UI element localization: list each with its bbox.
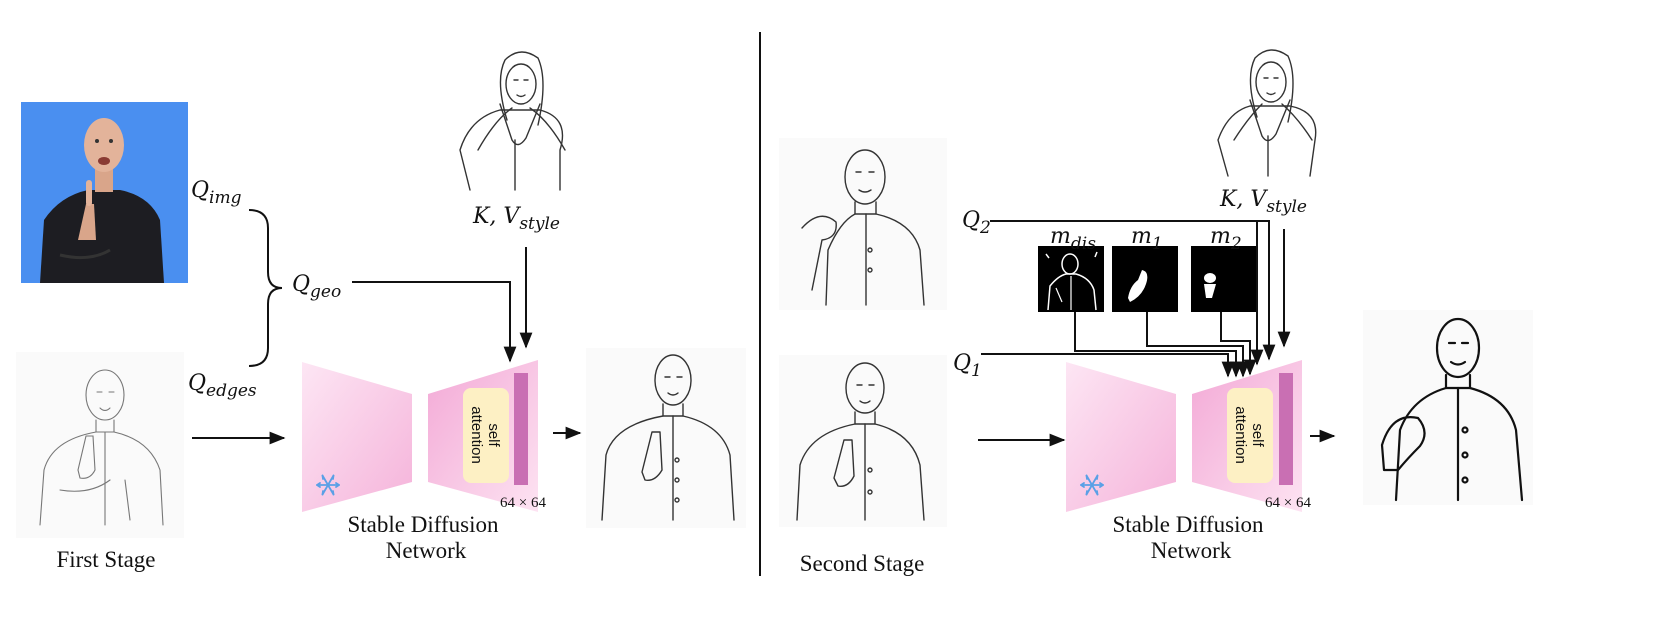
stable-diffusion-network-1: self attention 64 × 64 [302,360,546,512]
self-attention-line1: self [485,423,502,447]
self-attention-block [463,388,509,483]
kv-style-label-2: K, Vstyle [1219,187,1307,217]
first-stage-panel: Qimg Qedges Qgeo K, Vstyle self [16,51,746,572]
input-edge-sketch [16,352,184,538]
style-reference-sketch [459,51,566,191]
network-caption-2a: Stable Diffusion [1113,512,1264,537]
output-sketch-first-stage [586,348,746,528]
mask-1-arrow [1146,312,1250,378]
output-sketch-second-stage [1363,310,1533,505]
mask-1 [1112,246,1178,312]
self-attention-line2-2: attention [1232,406,1249,464]
second-stage-caption: Second Stage [800,551,925,576]
mask-2-arrow [1220,312,1257,376]
snowflake-icon [1080,474,1104,496]
q1-arrow [981,353,1235,378]
first-stage-caption: First Stage [56,547,155,572]
self-attention-line2: attention [468,406,485,464]
self-attention-line1-2: self [1249,423,1266,447]
input-photo [21,102,188,283]
second-stage-edge-sketch [779,355,947,527]
unet-encoder [302,362,412,512]
mask-dis-label: mdis [1050,224,1096,254]
mask-2 [1191,246,1257,312]
mask-1-label: m1 [1131,224,1163,254]
style-reference-sketch-2 [1217,49,1317,177]
q-geo-arrow [352,281,517,363]
resolution-label: 64 × 64 [500,495,546,511]
q1-label: Q1 [953,351,982,381]
network-caption-2b: Network [1151,538,1232,563]
attention-feature-bar [514,373,528,485]
self-attention-block-2 [1227,388,1273,483]
q-geo-label: Qgeo [292,272,341,302]
q2-arrow [990,220,1276,361]
first-stage-result-sketch [779,138,947,310]
resolution-label-2: 64 × 64 [1265,495,1311,511]
network-caption-1b: Network [386,538,467,563]
unet-encoder-2 [1066,362,1176,512]
q-img-label: Qimg [191,178,242,208]
mask-dis [1038,246,1104,312]
second-stage-panel: K, Vstyle mdis m1 m2 Q2 Q1 [779,49,1533,576]
q-edges-label: Qedges [188,371,257,401]
attention-feature-bar-2 [1279,373,1293,485]
stable-diffusion-network-2: self attention 64 × 64 [1066,360,1311,512]
merge-brace [248,209,283,367]
kv-style-label: K, Vstyle [472,204,560,234]
q2-label: Q2 [962,208,991,238]
snowflake-icon [316,474,340,496]
mask-2-label: m2 [1210,224,1242,254]
mask-dis-arrow [1074,312,1243,378]
network-caption-1a: Stable Diffusion [348,512,499,537]
